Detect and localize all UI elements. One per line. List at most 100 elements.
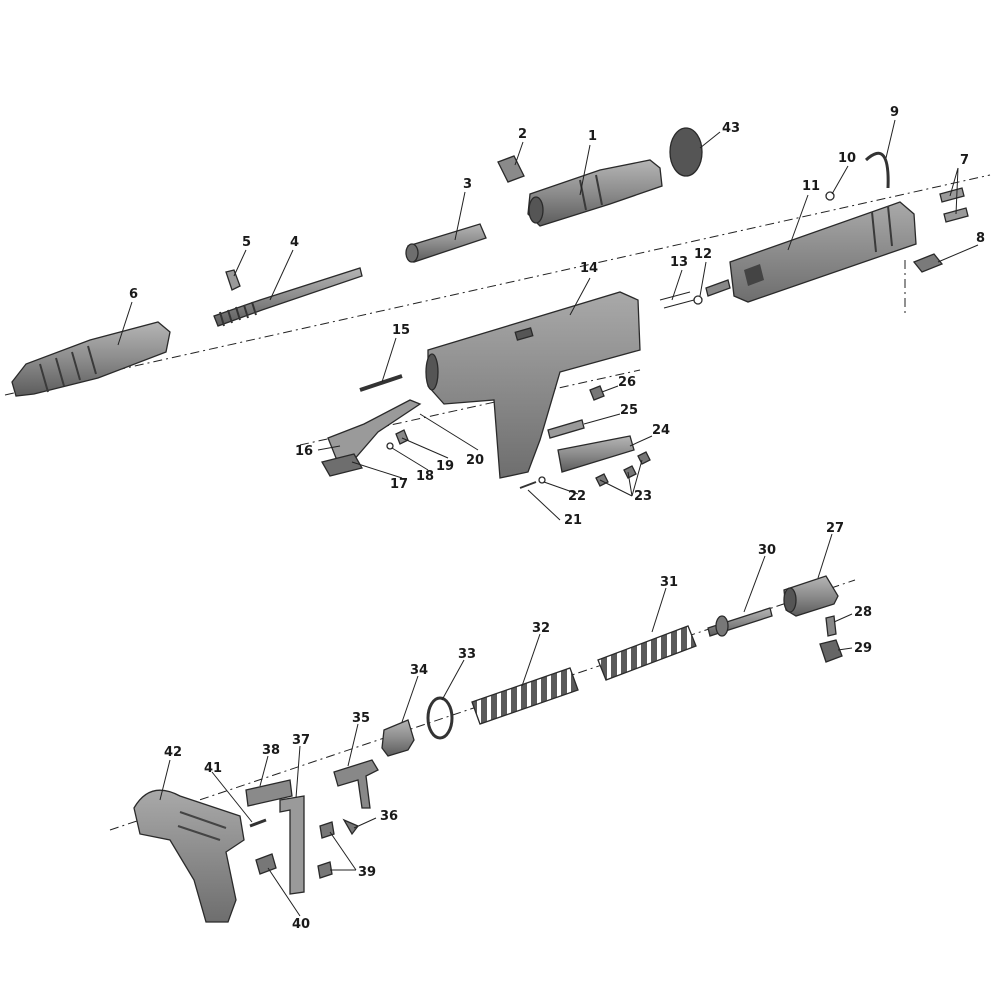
- part-35-latch: [333, 759, 379, 809]
- part-11-slot: [744, 264, 764, 286]
- leader-7: [949, 167, 959, 215]
- callout-26: 26: [618, 375, 636, 390]
- part-8-pin: [912, 253, 944, 273]
- part-3-bushing: [405, 223, 487, 263]
- part-1-shape: [527, 159, 663, 227]
- callout-2: 2: [518, 127, 527, 142]
- part-41-pin: [249, 818, 267, 828]
- callout-4: 4: [290, 235, 299, 250]
- part-30-rod: [707, 607, 773, 637]
- leader-17: [351, 461, 403, 479]
- part-36-pin: [342, 818, 360, 836]
- callout-10: 10: [838, 151, 856, 166]
- axis-barrel: [4, 174, 991, 396]
- part-27-bore: [783, 587, 797, 613]
- part-38-plate: [245, 779, 293, 807]
- leader-8: [937, 244, 979, 263]
- leader-31: [651, 587, 667, 633]
- part-29-block: [819, 639, 843, 663]
- part-12-13-pins: [659, 279, 731, 309]
- leader-43: [699, 131, 721, 149]
- callout-18: 18: [416, 469, 434, 484]
- part-14-window: [514, 327, 534, 341]
- leader-18: [391, 447, 429, 471]
- callout-31: 31: [660, 575, 678, 590]
- callout-43: 43: [722, 121, 740, 136]
- part-17-base: [321, 453, 363, 477]
- leader-38: [259, 755, 269, 787]
- part-5-clip: [225, 269, 241, 291]
- part-16-lever: [327, 399, 422, 463]
- part-13-pin-a: [659, 291, 691, 301]
- part-2-shape: [497, 155, 525, 183]
- part-4-rod: [213, 267, 363, 327]
- part-26-screw: [589, 385, 605, 401]
- leader-21: [527, 489, 561, 521]
- leader-25: [583, 413, 621, 425]
- part-4-shape: [213, 267, 363, 327]
- leader-37: [295, 745, 301, 799]
- part-39-screw-b: [317, 861, 333, 879]
- part-3-shape: [407, 223, 487, 263]
- leader-20: [419, 413, 479, 451]
- leader-42: [159, 759, 171, 801]
- leader-19: [401, 437, 449, 459]
- part-1-sleeve: [527, 159, 663, 227]
- part-42-grip: [133, 789, 245, 923]
- callout-38: 38: [262, 743, 280, 758]
- part-25-pin: [547, 419, 585, 439]
- part-12-pin: [693, 295, 703, 305]
- leader-41: [211, 771, 253, 823]
- leader-35: [347, 723, 359, 767]
- callout-13: 13: [670, 255, 688, 270]
- callout-labels: 1 2 3 4 5 6 7 8 9 10 11 12 13 14 15 16 1…: [129, 105, 985, 932]
- callout-22: 22: [568, 489, 586, 504]
- part-23-screw-c: [637, 451, 651, 465]
- leader-9: [885, 119, 896, 159]
- callout-34: 34: [410, 663, 428, 678]
- leader-11: [787, 194, 809, 251]
- callout-24: 24: [652, 423, 670, 438]
- part-7-screw-a: [939, 187, 965, 203]
- part-14-body: [427, 291, 641, 479]
- leader-40: [267, 867, 301, 917]
- callout-37: 37: [292, 733, 310, 748]
- part-27-sleeve: [783, 575, 839, 617]
- callout-6: 6: [129, 287, 138, 302]
- leader-6: [117, 301, 133, 346]
- callout-21: 21: [564, 513, 582, 528]
- callout-17: 17: [390, 477, 408, 492]
- callout-19: 19: [436, 459, 454, 474]
- callout-25: 25: [620, 403, 638, 418]
- part-9-spring-clip: [864, 151, 890, 189]
- part-42-slot: [177, 811, 227, 841]
- leader-27: [817, 533, 833, 579]
- callout-40: 40: [292, 917, 310, 932]
- part-13-pin-b: [663, 299, 695, 309]
- leader-23: [599, 459, 643, 497]
- callout-29: 29: [854, 641, 872, 656]
- callout-23: 23: [634, 489, 652, 504]
- leader-36: [353, 817, 377, 829]
- callout-28: 28: [854, 605, 872, 620]
- callout-36: 36: [380, 809, 398, 824]
- part-21-pin: [519, 481, 537, 489]
- callout-15: 15: [392, 323, 410, 338]
- leader-16: [317, 445, 341, 451]
- part-18-pin: [386, 442, 394, 450]
- part-40-screw: [255, 853, 277, 875]
- part-24-plate: [557, 435, 635, 473]
- leader-13: [671, 269, 683, 301]
- leader-lines: [117, 119, 979, 917]
- part-1-rings: [579, 174, 603, 211]
- callout-16: 16: [295, 444, 313, 459]
- callout-8: 8: [976, 231, 985, 246]
- callout-14: 14: [580, 261, 598, 276]
- part-43-disc: [669, 127, 703, 177]
- leader-24: [629, 435, 653, 447]
- part-4-threads: [219, 301, 257, 327]
- callout-9: 9: [890, 105, 899, 120]
- callout-35: 35: [352, 711, 370, 726]
- leader-30: [743, 555, 766, 613]
- callout-41: 41: [204, 761, 222, 776]
